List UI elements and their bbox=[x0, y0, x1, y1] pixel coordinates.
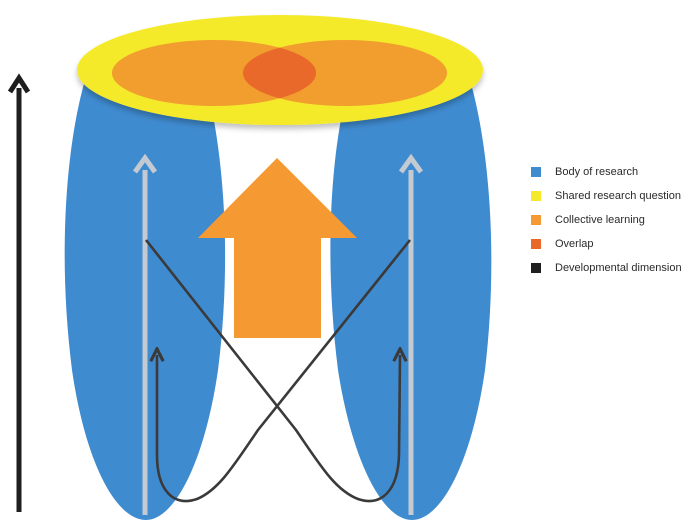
legend: Body of research Shared research questio… bbox=[531, 160, 682, 280]
dark-orange-square-icon bbox=[531, 239, 541, 249]
yellow-square-icon bbox=[531, 191, 541, 201]
legend-label: Collective learning bbox=[555, 214, 645, 226]
legend-item-overlap: Overlap bbox=[531, 232, 682, 256]
developmental-dimension-arrow bbox=[7, 73, 31, 512]
light-arrow-left bbox=[132, 153, 158, 515]
orange-square-icon bbox=[531, 215, 541, 225]
legend-label: Body of research bbox=[555, 166, 639, 178]
legend-item-developmental-dimension: Developmental dimension bbox=[531, 256, 682, 280]
cross-curve-right-to-left bbox=[157, 239, 412, 503]
collective-learning-arrow bbox=[198, 158, 357, 338]
legend-item-shared-research-question: Shared research question bbox=[531, 184, 682, 208]
legend-label: Shared research question bbox=[555, 190, 681, 202]
black-square-icon bbox=[531, 263, 541, 273]
legend-label: Overlap bbox=[555, 238, 594, 250]
legend-label: Developmental dimension bbox=[555, 262, 682, 274]
light-arrow-right bbox=[398, 153, 424, 515]
cross-curve-left-to-right bbox=[144, 239, 400, 503]
legend-item-body-of-research: Body of research bbox=[531, 160, 682, 184]
overlap-region bbox=[243, 40, 316, 106]
blue-square-icon bbox=[531, 167, 541, 177]
legend-item-collective-learning: Collective learning bbox=[531, 208, 682, 232]
